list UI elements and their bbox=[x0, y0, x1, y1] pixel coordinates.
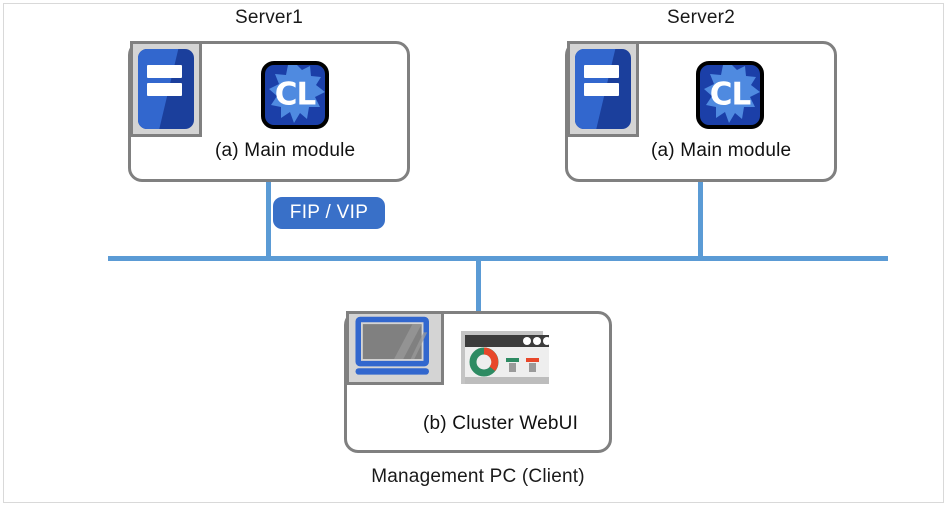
server2-network-connector bbox=[698, 182, 703, 261]
fip-vip-badge: FIP / VIP bbox=[273, 197, 385, 229]
bar-indicator-green bbox=[506, 358, 519, 372]
server2-module-label: (a) Main module bbox=[651, 140, 792, 161]
server1-cl-icon-text: CL bbox=[274, 76, 317, 113]
laptop-icon bbox=[346, 311, 444, 385]
bar-indicator-red bbox=[526, 358, 539, 372]
server1-module-label: (a) Main module bbox=[215, 140, 356, 161]
client-network-connector bbox=[476, 256, 481, 312]
server1-network-connector bbox=[266, 182, 271, 261]
browser-window-icon bbox=[459, 331, 552, 393]
management-pc-caption: Management PC (Client) bbox=[371, 466, 585, 487]
donut-chart-glyph bbox=[469, 347, 499, 377]
server2-cl-icon-text: CL bbox=[709, 76, 752, 113]
server2-title: Server2 bbox=[667, 7, 735, 28]
server1-rack-icon bbox=[130, 41, 202, 137]
network-bus-line bbox=[108, 256, 888, 261]
server2-rack-icon bbox=[567, 41, 639, 137]
cluster-webui-label: (b) Cluster WebUI bbox=[423, 413, 579, 434]
server1-title: Server1 bbox=[235, 7, 303, 28]
server2-cl-application-icon: CL bbox=[696, 61, 764, 129]
server1-cl-application-icon: CL bbox=[261, 61, 329, 129]
